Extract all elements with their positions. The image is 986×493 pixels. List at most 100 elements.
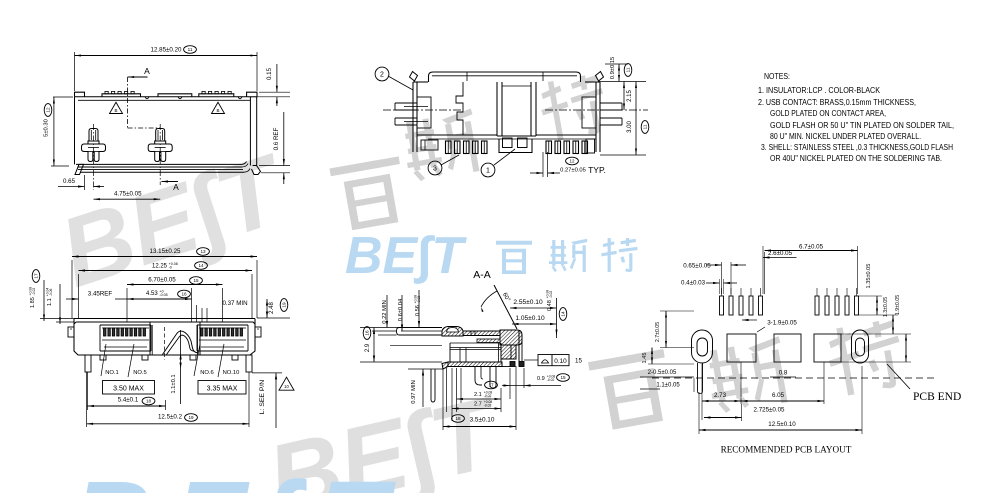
svg-text:3. SHELL: STAINLESS STEEL ,0.3: 3. SHELL: STAINLESS STEEL ,0.3 THICKNESS… <box>761 143 953 152</box>
svg-text:0.37 MIN: 0.37 MIN <box>222 300 247 307</box>
svg-text:0.9±0.15: 0.9±0.15 <box>610 57 616 80</box>
svg-text:60°: 60° <box>501 292 511 303</box>
svg-text:-0.02: -0.02 <box>549 291 553 299</box>
svg-text:0.9: 0.9 <box>537 376 545 382</box>
svg-text:0.22 MIN: 0.22 MIN <box>382 300 388 324</box>
svg-text:+0.08: +0.08 <box>484 400 493 404</box>
svg-text:GOLD FLASH OR 50 U" TIN PLATED: GOLD FLASH OR 50 U" TIN PLATED ON SOLDER… <box>770 121 954 130</box>
svg-text:6.70±0.05: 6.70±0.05 <box>148 277 176 284</box>
svg-text:2: 2 <box>380 72 384 79</box>
svg-text:NO.10: NO.10 <box>223 370 240 376</box>
svg-text:BE∫T: BE∫T <box>72 459 410 493</box>
svg-text:13.15±0.25: 13.15±0.25 <box>150 248 181 255</box>
svg-text:3.35 MAX: 3.35 MAX <box>207 386 238 393</box>
svg-text:NOTES:: NOTES: <box>764 72 790 81</box>
svg-text:10: 10 <box>284 384 289 389</box>
svg-text:16: 16 <box>365 330 370 336</box>
svg-text:3-1.9±0.05: 3-1.9±0.05 <box>767 320 797 327</box>
svg-text:3.00: 3.00 <box>627 121 633 133</box>
svg-text:+0: +0 <box>159 290 163 294</box>
svg-text:1.1±0.1: 1.1±0.1 <box>171 374 177 393</box>
svg-text:0.65: 0.65 <box>63 178 76 185</box>
svg-text:11: 11 <box>643 124 648 129</box>
svg-text:+0.08: +0.08 <box>414 295 418 304</box>
svg-text:1. INSULATOR:LCP . COLOR-BLACK: 1. INSULATOR:LCP . COLOR-BLACK <box>758 86 881 95</box>
svg-text:+0.08: +0.08 <box>547 375 556 379</box>
svg-text:2.55±0.10: 2.55±0.10 <box>513 299 543 306</box>
svg-text:+0.08: +0.08 <box>546 290 550 299</box>
svg-text:GOLD PLATED ON CONTACT AREA,: GOLD PLATED ON CONTACT AREA, <box>770 109 886 118</box>
svg-text:+0.08: +0.08 <box>169 262 178 266</box>
svg-text:2.9: 2.9 <box>365 343 371 352</box>
svg-text:A-A: A-A <box>473 269 491 281</box>
svg-text:18: 18 <box>146 399 152 404</box>
svg-text:3.50 MAX: 3.50 MAX <box>113 386 144 393</box>
svg-text:-0.06: -0.06 <box>49 288 53 296</box>
svg-text:17: 17 <box>488 383 494 388</box>
svg-text:5.4±0.1: 5.4±0.1 <box>118 397 139 404</box>
svg-text:2.73: 2.73 <box>714 392 727 399</box>
svg-text:0.6 REF: 0.6 REF <box>273 127 280 150</box>
svg-text:14: 14 <box>561 311 566 317</box>
svg-text:TYP.: TYP. <box>588 165 606 175</box>
svg-text:0.65±0.05: 0.65±0.05 <box>683 263 711 270</box>
svg-text:A: A <box>144 66 150 76</box>
svg-text:0.97 MIN: 0.97 MIN <box>411 380 417 404</box>
svg-text:1.3±0.05: 1.3±0.05 <box>883 297 889 317</box>
svg-text:14: 14 <box>198 263 204 268</box>
svg-text:1.35±0.05: 1.35±0.05 <box>866 264 872 289</box>
svg-text:BE∫T: BE∫T <box>345 227 467 285</box>
svg-text:A: A <box>173 182 179 192</box>
svg-text:B: B <box>216 108 219 113</box>
svg-text:6.05: 6.05 <box>772 392 785 399</box>
svg-text:15: 15 <box>560 375 566 380</box>
svg-text:11: 11 <box>626 67 631 72</box>
svg-text:11: 11 <box>188 47 193 52</box>
svg-text:6.7±0.05: 6.7±0.05 <box>799 244 824 251</box>
svg-text:-0.02: -0.02 <box>417 296 421 304</box>
svg-text:12.25: 12.25 <box>152 264 168 270</box>
svg-text:1.45: 1.45 <box>642 353 648 364</box>
svg-text:-0.02: -0.02 <box>484 394 492 398</box>
svg-text:0.56: 0.56 <box>415 305 421 316</box>
svg-text:0.6±0.04: 0.6±0.04 <box>398 298 404 321</box>
svg-text:12.85±0.20: 12.85±0.20 <box>151 47 182 54</box>
svg-text:RECOMMENDED PCB LAYOUT: RECOMMENDED PCB LAYOUT <box>721 445 852 455</box>
svg-text:B: B <box>114 108 117 113</box>
svg-text:NO.5: NO.5 <box>133 370 147 376</box>
svg-text:2.7: 2.7 <box>474 402 482 408</box>
svg-text:1.1: 1.1 <box>47 298 53 306</box>
svg-text:3.5±0.10: 3.5±0.10 <box>470 417 495 424</box>
svg-text:-0.05: -0.05 <box>159 293 167 297</box>
svg-text:18: 18 <box>455 416 461 421</box>
svg-text:4.53: 4.53 <box>146 291 158 297</box>
svg-text:-0: -0 <box>169 265 172 269</box>
svg-text:0.10: 0.10 <box>554 358 567 365</box>
svg-text:0.15: 0.15 <box>266 67 273 80</box>
svg-text:2.725±0.05: 2.725±0.05 <box>754 407 785 414</box>
svg-text:PCB END: PCB END <box>913 391 961 403</box>
svg-text:4.75±0.05: 4.75±0.05 <box>114 191 142 198</box>
svg-text:2-0.5±0.05: 2-0.5±0.05 <box>648 370 677 376</box>
svg-text:3: 3 <box>433 166 437 173</box>
svg-text:1.85: 1.85 <box>30 297 36 308</box>
svg-text:2.1: 2.1 <box>474 392 482 398</box>
svg-text:5±0.30: 5±0.30 <box>44 119 50 137</box>
svg-text:NO.1: NO.1 <box>105 370 119 376</box>
svg-text:80 U" MIN. NICKEL UNDER PLATED: 80 U" MIN. NICKEL UNDER PLATED OVERALL. <box>770 132 921 141</box>
svg-text:0.27±0.05: 0.27±0.05 <box>560 168 586 174</box>
svg-text:2.7±0.05: 2.7±0.05 <box>655 322 661 342</box>
svg-text:NO.6: NO.6 <box>200 370 214 376</box>
svg-text:0.8: 0.8 <box>779 370 788 377</box>
svg-text:15: 15 <box>575 358 582 365</box>
svg-text:2. USB CONTACT: BRASS,0.15mm T: 2. USB CONTACT: BRASS,0.15mm THICKNESS, <box>758 98 916 107</box>
svg-text:15: 15 <box>193 278 199 283</box>
svg-text:1.1±0.05: 1.1±0.05 <box>656 383 680 389</box>
svg-text:2.6±0.05: 2.6±0.05 <box>768 250 793 257</box>
svg-text:0.4±0.03: 0.4±0.03 <box>681 280 706 287</box>
svg-text:17: 17 <box>34 273 39 279</box>
svg-text:1: 1 <box>486 168 490 175</box>
svg-text:1.05±0.10: 1.05±0.10 <box>515 315 545 322</box>
svg-text:13: 13 <box>200 249 206 254</box>
svg-text:12: 12 <box>569 159 575 164</box>
